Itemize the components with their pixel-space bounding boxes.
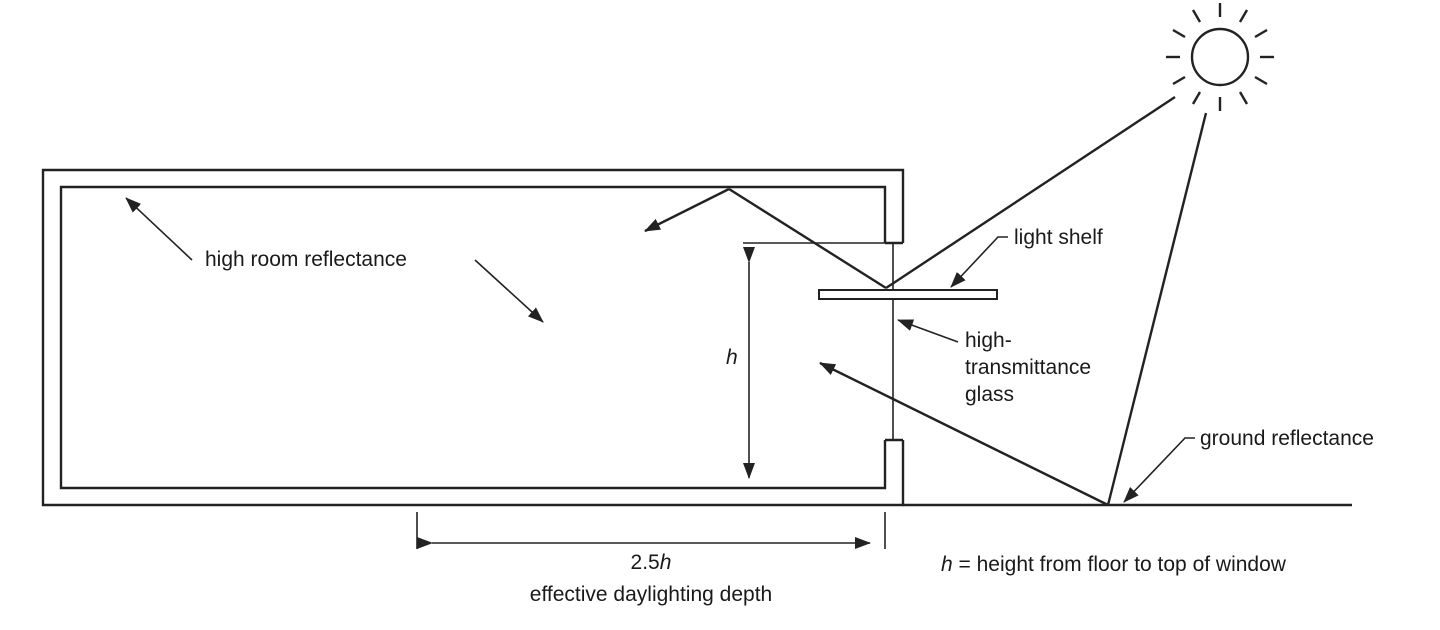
light-shelf-label: light shelf bbox=[1014, 226, 1103, 249]
light-shelf bbox=[818, 289, 998, 300]
legend-variable: h bbox=[941, 553, 953, 576]
depth-value-number: 2.5 bbox=[631, 551, 660, 574]
height-symbol: h bbox=[726, 346, 738, 369]
ground-reflectance-label: ground reflectance bbox=[1200, 427, 1374, 450]
depth-value-variable: h bbox=[660, 551, 672, 574]
depth-caption: effective daylighting depth bbox=[530, 583, 772, 606]
glass-label-line-1: high- bbox=[965, 329, 1012, 352]
height-legend: h = height from floor to top of window bbox=[941, 553, 1287, 576]
high-room-reflectance-label: high room reflectance bbox=[205, 248, 407, 271]
light-rays bbox=[644, 95, 1208, 507]
depth-dimension bbox=[416, 512, 886, 549]
depth-value: 2.5h bbox=[631, 551, 672, 574]
glass-label-line-3: glass bbox=[965, 383, 1014, 406]
sun-icon bbox=[1166, 3, 1274, 111]
legend-definition: = height from floor to top of window bbox=[953, 553, 1287, 576]
height-dimension bbox=[743, 242, 885, 479]
label-arrows bbox=[125, 197, 1195, 503]
room-walls bbox=[41, 168, 905, 507]
glass-label-line-2: transmittance bbox=[965, 356, 1091, 379]
